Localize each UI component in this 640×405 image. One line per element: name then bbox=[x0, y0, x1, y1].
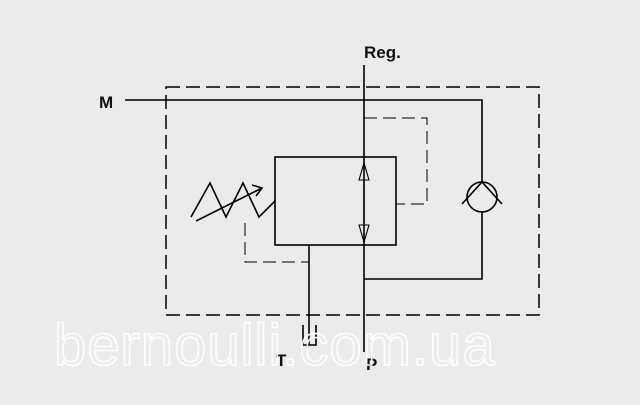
enclosure-boundary bbox=[165, 86, 540, 316]
port-label-reg: Reg. bbox=[364, 43, 401, 62]
port-label-t: T bbox=[276, 351, 287, 370]
t-port-stub bbox=[302, 325, 317, 346]
flow-arrow-down bbox=[358, 203, 370, 244]
check-valve-symbol bbox=[461, 180, 503, 213]
pilot-line-top bbox=[364, 117, 428, 205]
port-label-m: M bbox=[99, 93, 113, 112]
pilot-line-bottom bbox=[244, 223, 309, 263]
port-label-p: P bbox=[366, 355, 377, 374]
return-line bbox=[364, 212, 483, 280]
watermark: bernoulli.com.ua bbox=[54, 313, 496, 378]
flow-arrow-up bbox=[358, 161, 370, 204]
adjustable-spring-icon bbox=[190, 181, 276, 222]
valve-body bbox=[274, 156, 397, 246]
m-line bbox=[125, 99, 483, 182]
